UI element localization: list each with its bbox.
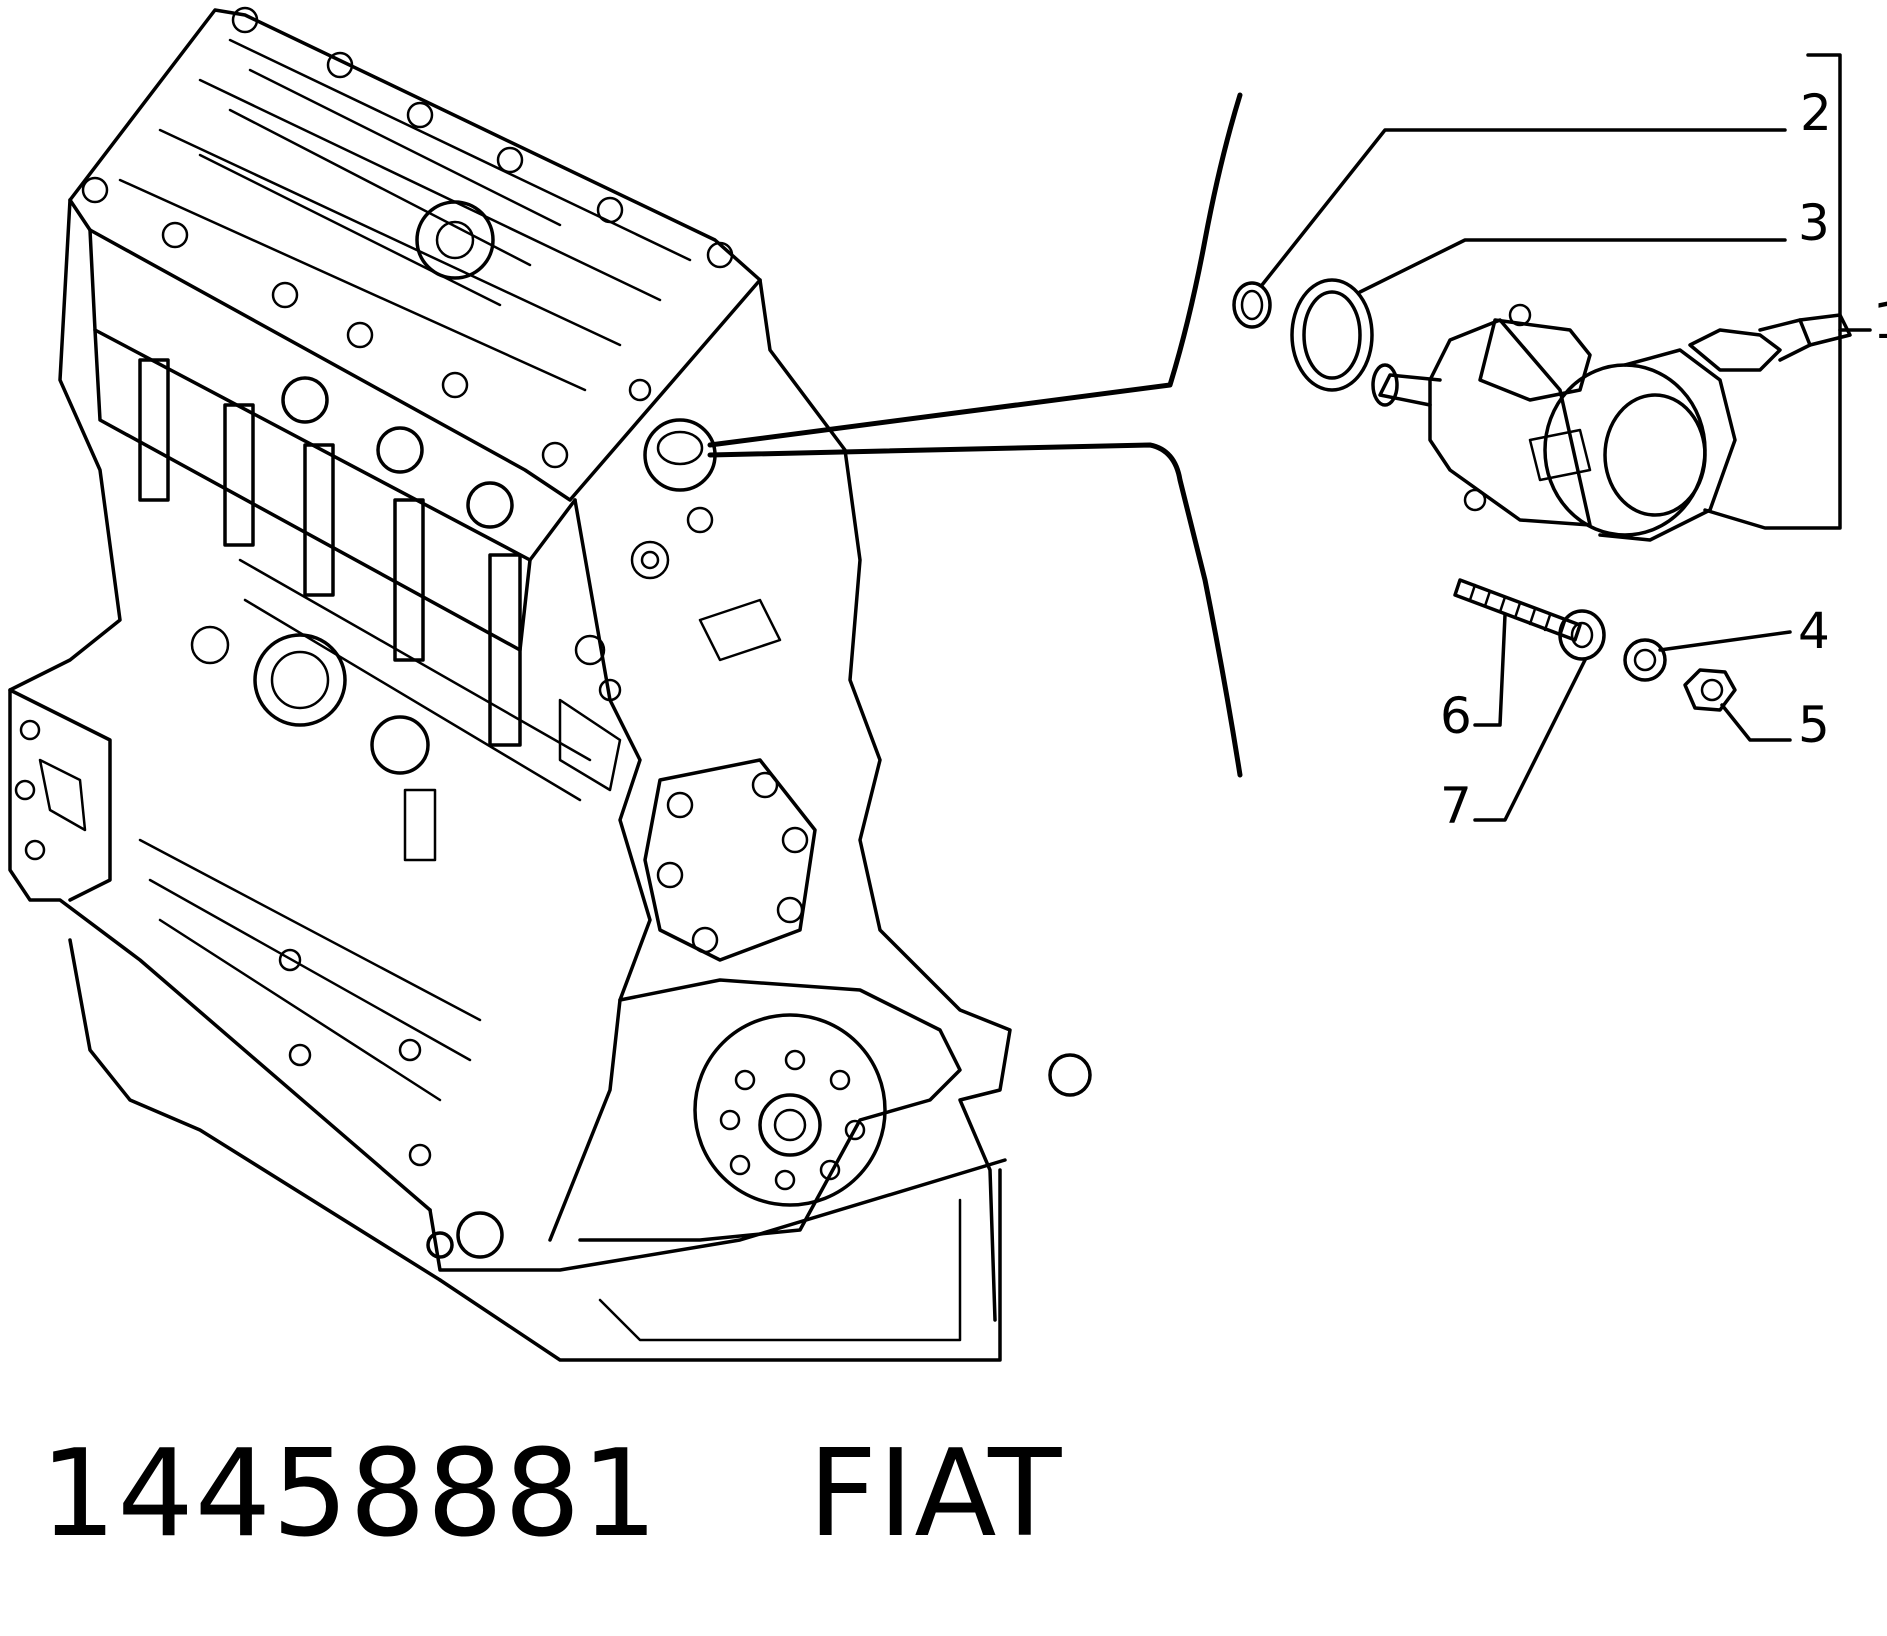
injection-pump-assembly [1232, 278, 1852, 712]
engine-block-drawing [8, 6, 1092, 1362]
callout-4: 4 [1798, 602, 1830, 660]
oil-filler-cap [415, 200, 495, 280]
callout-labels: 1 2 3 4 5 6 7 [1440, 84, 1887, 835]
callout-6: 6 [1440, 687, 1472, 745]
oil-sump [68, 938, 1002, 1362]
large-gasket [1290, 278, 1374, 392]
part-caption: 14458881 FIAT [40, 1425, 1062, 1564]
injectors [138, 358, 522, 747]
detail-connector-lines [707, 92, 1243, 778]
part-number: 14458881 [40, 1425, 659, 1564]
callout-3: 3 [1798, 194, 1830, 252]
hex-nut [1683, 668, 1737, 712]
callout-1: 1 [1873, 292, 1887, 350]
callout-5: 5 [1798, 696, 1830, 754]
brand-name: FIAT [807, 1425, 1063, 1564]
pump-mount-port [630, 418, 717, 580]
pump-body [1371, 303, 1852, 542]
spring-washer [1623, 638, 1667, 682]
callout-7: 7 [1440, 777, 1472, 835]
leader-lines [1260, 53, 1872, 822]
small-o-ring [1232, 281, 1272, 329]
head-bolts [81, 6, 734, 469]
callout-2: 2 [1800, 84, 1832, 142]
crankshaft-pulley [693, 1013, 887, 1207]
stud-bolt [1453, 578, 1582, 642]
washer [1558, 609, 1606, 661]
timing-cover-plate [643, 758, 817, 962]
